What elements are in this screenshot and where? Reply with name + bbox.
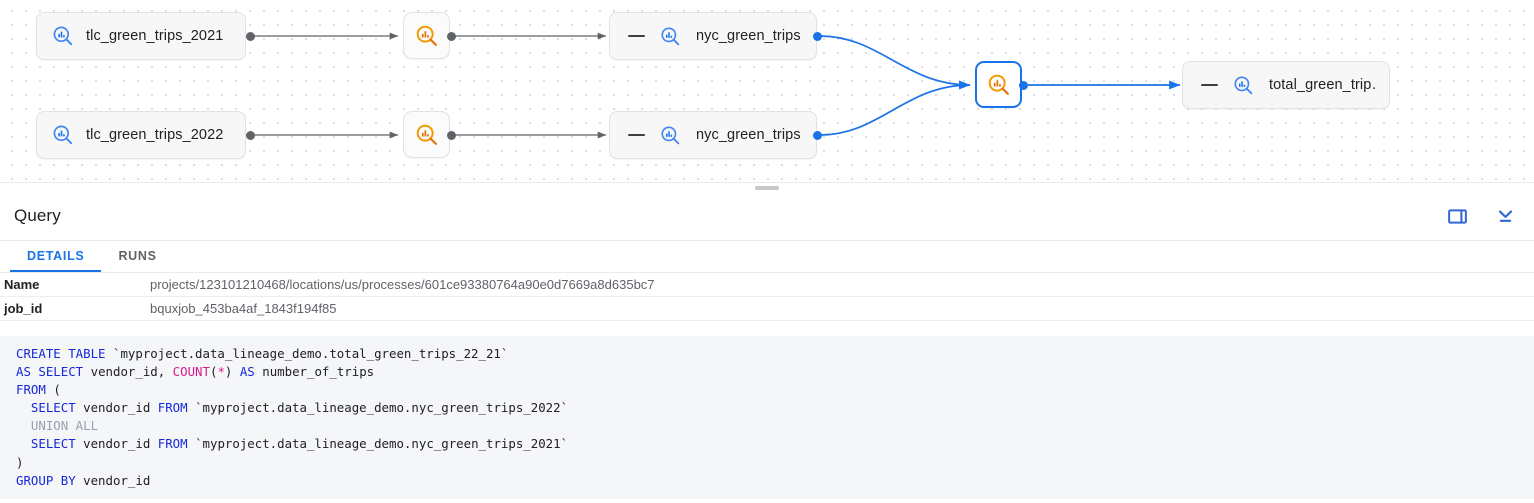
sql-line: SELECT vendor_id FROM `myproject.data_li… xyxy=(0,435,1534,453)
collapse-dash-icon[interactable] xyxy=(628,34,645,38)
sql-line: FROM ( xyxy=(0,381,1534,399)
dataset-search-icon-blue xyxy=(659,124,682,147)
sql-token: `myproject.data_lineage_demo.nyc_green_t… xyxy=(195,400,569,416)
sql-line: SELECT vendor_id FROM `myproject.data_li… xyxy=(0,399,1534,417)
lineage-node-total-green-trips[interactable]: total_green_trip… xyxy=(1182,61,1390,109)
dataset-search-icon-blue xyxy=(51,24,75,48)
detail-row-name: Name projects/123101210468/locations/us/… xyxy=(0,273,1534,297)
collapse-dash-icon[interactable] xyxy=(628,133,645,137)
tab-details[interactable]: DETAILS xyxy=(10,240,102,272)
sql-token: `myproject.data_lineage_demo.nyc_green_t… xyxy=(195,436,569,452)
query-details-panel: Query xyxy=(0,192,1534,503)
sql-token: FROM xyxy=(157,436,196,452)
resize-grip-handle[interactable] xyxy=(755,185,779,190)
lineage-node-label: tlc_green_trips_2022 xyxy=(86,127,224,143)
sql-token: ( xyxy=(53,382,61,398)
sql-line: AS SELECT vendor_id, COUNT(*) AS number_… xyxy=(0,363,1534,381)
node-output-connector-dot[interactable] xyxy=(246,130,255,140)
sql-token: CREATE TABLE xyxy=(16,346,113,361)
sql-token: FROM xyxy=(16,382,54,398)
sql-token: AS SELECT xyxy=(16,364,91,380)
collapse-down-icon xyxy=(1496,207,1515,226)
sql-token: `myproject.data_lineage_demo.total_green… xyxy=(112,346,509,361)
node-output-connector-dot[interactable] xyxy=(447,31,456,41)
panel-resize-splitter[interactable] xyxy=(0,182,1534,192)
lineage-edges xyxy=(250,32,1181,139)
split-pane-icon xyxy=(1447,207,1467,226)
sql-token: * xyxy=(217,364,225,380)
sql-token: ) xyxy=(224,364,240,380)
dataset-search-icon-blue xyxy=(51,123,75,147)
node-output-connector-dot[interactable] xyxy=(813,31,822,41)
process-search-icon-orange xyxy=(414,23,440,49)
collapse-dash-icon[interactable] xyxy=(1201,83,1218,87)
detail-row-job-id: job_id bquxjob_453ba4af_1843f194f85 xyxy=(0,297,1534,321)
details-table: Name projects/123101210468/locations/us/… xyxy=(0,273,1534,321)
panel-header: Query xyxy=(0,192,1534,241)
sql-token: ) xyxy=(16,454,24,470)
node-output-connector-dot[interactable] xyxy=(813,130,822,140)
sql-line: CREATE TABLE `myproject.data_lineage_dem… xyxy=(0,345,1534,363)
lineage-node-label: tlc_green_trips_2021 xyxy=(86,28,224,44)
sql-token: GROUP BY xyxy=(16,472,84,488)
node-output-connector-dot[interactable] xyxy=(447,130,456,140)
node-output-connector-dot[interactable] xyxy=(1019,80,1028,90)
lineage-node-label: nyc_green_trips… xyxy=(696,28,802,44)
panel-tabs: DETAILS RUNS xyxy=(0,241,1534,273)
detail-key: Name xyxy=(4,277,40,292)
lineage-node-label: total_green_trip… xyxy=(1269,77,1375,93)
sql-token: COUNT xyxy=(172,364,210,380)
sql-token: ( xyxy=(209,364,218,380)
lineage-node-nyc-green-trips-bottom[interactable]: nyc_green_trips… xyxy=(609,111,817,159)
dataset-search-icon-blue xyxy=(1232,74,1255,97)
process-search-icon-orange xyxy=(414,122,440,148)
tab-runs[interactable]: RUNS xyxy=(101,240,173,272)
sql-token: number_of_trips xyxy=(262,364,375,380)
lineage-graph-canvas[interactable]: tlc_green_trips_2021 tlc_green_trips_202… xyxy=(0,0,1534,182)
sql-token: FROM xyxy=(157,400,196,416)
sql-token: vendor_id xyxy=(83,472,151,488)
sql-token xyxy=(16,436,31,451)
lineage-node-label: nyc_green_trips… xyxy=(696,127,802,143)
panel-title: Query xyxy=(14,206,61,225)
lineage-node-process-2[interactable] xyxy=(403,111,450,158)
dataset-search-icon-blue xyxy=(659,25,682,48)
sql-token xyxy=(16,418,31,433)
sql-token xyxy=(16,400,31,415)
lineage-node-nyc-green-trips-top[interactable]: nyc_green_trips… xyxy=(609,12,817,60)
detail-key: job_id xyxy=(4,301,43,316)
sql-token: AS xyxy=(239,364,263,380)
lineage-node-process-1[interactable] xyxy=(403,12,450,59)
sql-token: vendor_id xyxy=(83,436,158,452)
panel-header-actions xyxy=(1444,203,1518,229)
detail-value: projects/123101210468/locations/us/proce… xyxy=(150,277,655,292)
lineage-node-tlc-green-trips-2022[interactable]: tlc_green_trips_2022 xyxy=(36,111,246,159)
sql-query-code-block[interactable]: CREATE TABLE `myproject.data_lineage_dem… xyxy=(0,336,1534,499)
sql-token: SELECT xyxy=(30,400,84,416)
detail-value: bquxjob_453ba4af_1843f194f85 xyxy=(150,301,337,316)
split-pane-button[interactable] xyxy=(1444,203,1470,229)
sql-line: GROUP BY vendor_id xyxy=(0,472,1534,490)
process-search-icon-orange xyxy=(986,72,1012,98)
sql-token: vendor_id, xyxy=(90,364,173,380)
lineage-node-process-selected[interactable] xyxy=(975,61,1022,108)
node-output-connector-dot[interactable] xyxy=(246,31,255,41)
sql-token: vendor_id xyxy=(83,400,158,416)
sql-token: SELECT xyxy=(30,436,84,452)
sql-line: ) xyxy=(0,454,1534,472)
collapse-panel-button[interactable] xyxy=(1492,203,1518,229)
sql-line: UNION ALL xyxy=(0,417,1534,435)
lineage-node-tlc-green-trips-2021[interactable]: tlc_green_trips_2021 xyxy=(36,12,246,60)
sql-token: UNION ALL xyxy=(30,418,99,434)
